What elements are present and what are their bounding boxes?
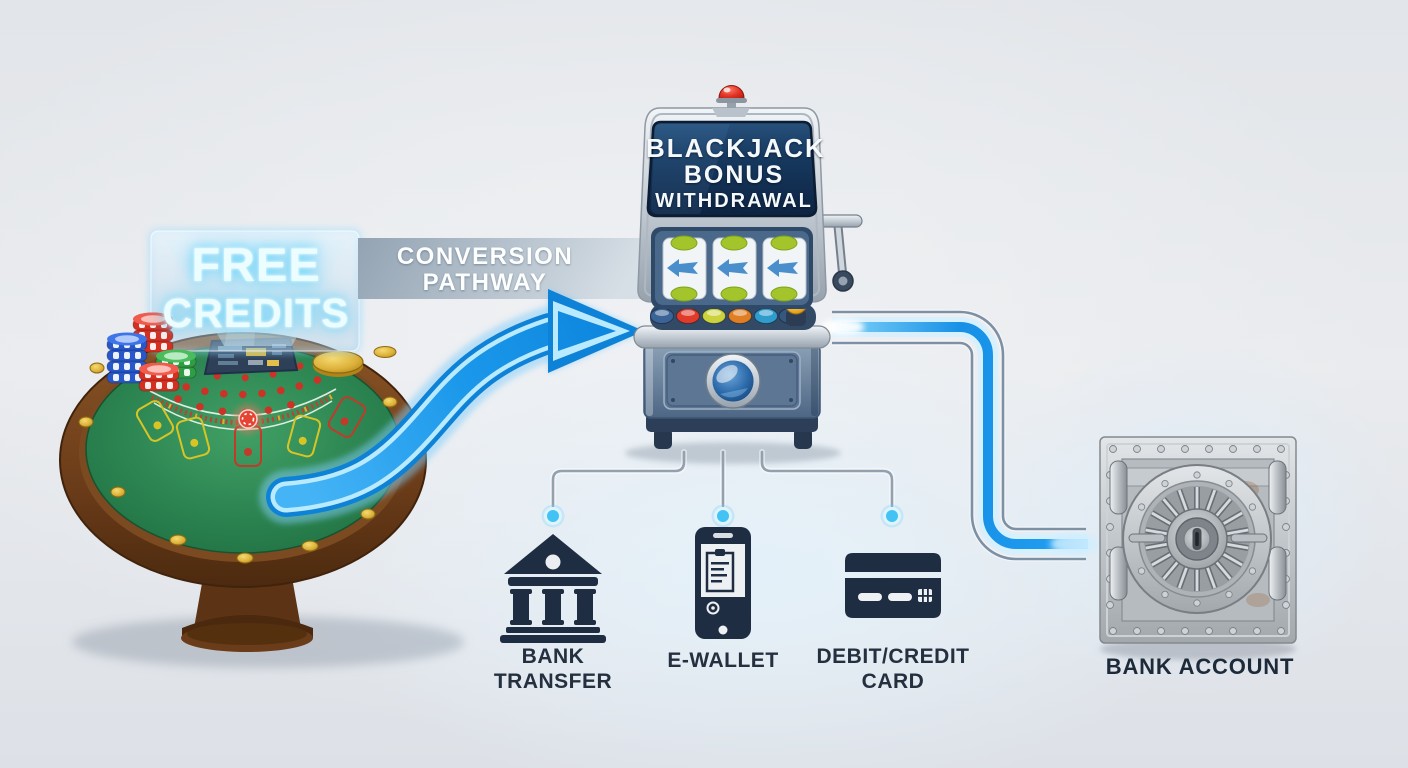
payment-connectors <box>541 449 904 528</box>
vault-icon <box>1099 436 1297 644</box>
alarm-light <box>712 85 750 117</box>
pipe-gray-line-top <box>832 310 1086 531</box>
credit-card-icon <box>845 553 941 618</box>
pipe-gray-line-bottom <box>832 341 1086 561</box>
slot-machine <box>633 85 863 449</box>
felt-markings <box>135 346 397 467</box>
screen-line3: WITHDRAWAL <box>655 190 813 212</box>
porthole <box>705 353 761 409</box>
screen-line2: BONUS <box>683 161 785 189</box>
pipe-blue-line <box>832 322 1088 549</box>
slot-screen-text: BLACKJACK BONUS WITHDRAWAL <box>646 133 826 213</box>
withdrawal-pipe <box>820 309 1099 562</box>
screen-line1: BLACKJACK <box>646 133 826 163</box>
connector-line-card <box>760 450 894 508</box>
free-credits-sign: FREE CREDITS <box>150 238 362 337</box>
connector-line-bank <box>551 450 686 508</box>
casino-chip-stacks <box>106 312 197 392</box>
connector-nodes <box>541 504 904 528</box>
bank-account-label: BANK ACCOUNT <box>1105 654 1295 679</box>
conversion-arrow <box>259 288 646 524</box>
vault-wheel <box>1122 464 1272 614</box>
banner-line2: PATHWAY <box>422 269 548 296</box>
slot-buttons <box>650 308 802 324</box>
reels <box>651 227 813 309</box>
banner-line1: CONVERSION <box>396 243 574 270</box>
bank-transfer-label: BANK TRANSFER <box>493 645 613 693</box>
bank-icon <box>500 534 606 643</box>
hologram-projection <box>147 227 363 355</box>
free-credits-line1: FREE <box>191 238 321 291</box>
ewallet-phone-icon <box>695 527 751 639</box>
reel-arrow-symbols <box>667 259 798 277</box>
machine-screen <box>646 120 818 218</box>
lever <box>817 214 863 292</box>
debit-credit-card-label: DEBIT/CREDIT CARD <box>816 645 970 693</box>
free-credits-line2: CREDITS <box>162 290 350 336</box>
conversion-banner <box>358 238 648 299</box>
conversion-pathway-label: CONVERSION PATHWAY <box>360 244 610 296</box>
payment-icons <box>500 527 941 643</box>
ewallet-label: E-WALLET <box>667 649 779 672</box>
blackjack-table <box>59 332 427 652</box>
vault-hinges <box>1109 460 1287 601</box>
